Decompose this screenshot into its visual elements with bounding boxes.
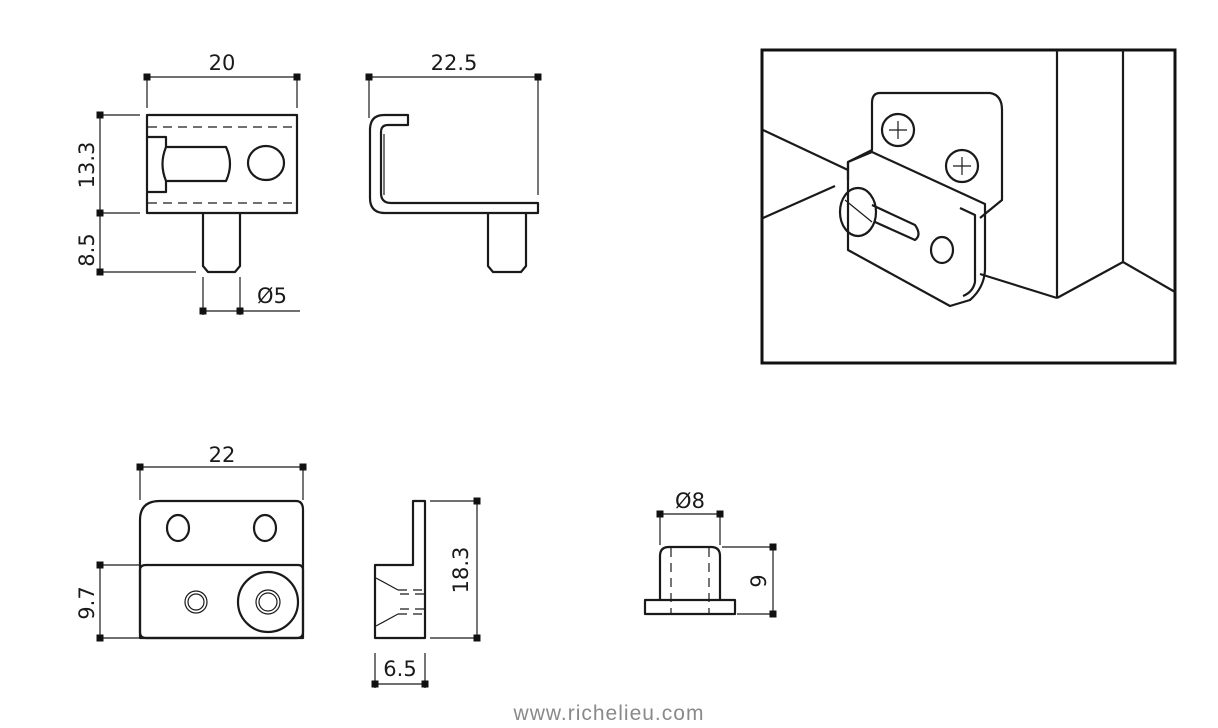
- dim-height-13-3: 13.3: [75, 142, 99, 189]
- installed-illustration: [760, 48, 1177, 365]
- dim-height-8-5: 8.5: [75, 233, 99, 266]
- plate-front-view: 22 9.7: [75, 443, 307, 642]
- plate-side-view: 18.3 6.5: [371, 497, 481, 688]
- footer-website: www.richelieu.com: [513, 702, 705, 725]
- dim-sleeve-diameter: Ø8: [675, 489, 705, 513]
- dim-height-9-7: 9.7: [75, 586, 99, 619]
- dim-sleeve-height: 9: [747, 574, 771, 587]
- dim-height-18-3: 18.3: [449, 547, 473, 594]
- dim-depth-22-5: 22.5: [431, 51, 478, 75]
- bracket-side-view: 22.5: [365, 51, 542, 274]
- bracket-front-view: 20 13.3 8.5 Ø5: [75, 51, 301, 315]
- dim-depth-6-5: 6.5: [383, 657, 416, 681]
- dim-pin-diameter: Ø5: [257, 284, 287, 308]
- dim-width-20: 20: [209, 51, 236, 75]
- sleeve-view: Ø8 9: [643, 489, 777, 618]
- dim-width-22: 22: [209, 443, 236, 467]
